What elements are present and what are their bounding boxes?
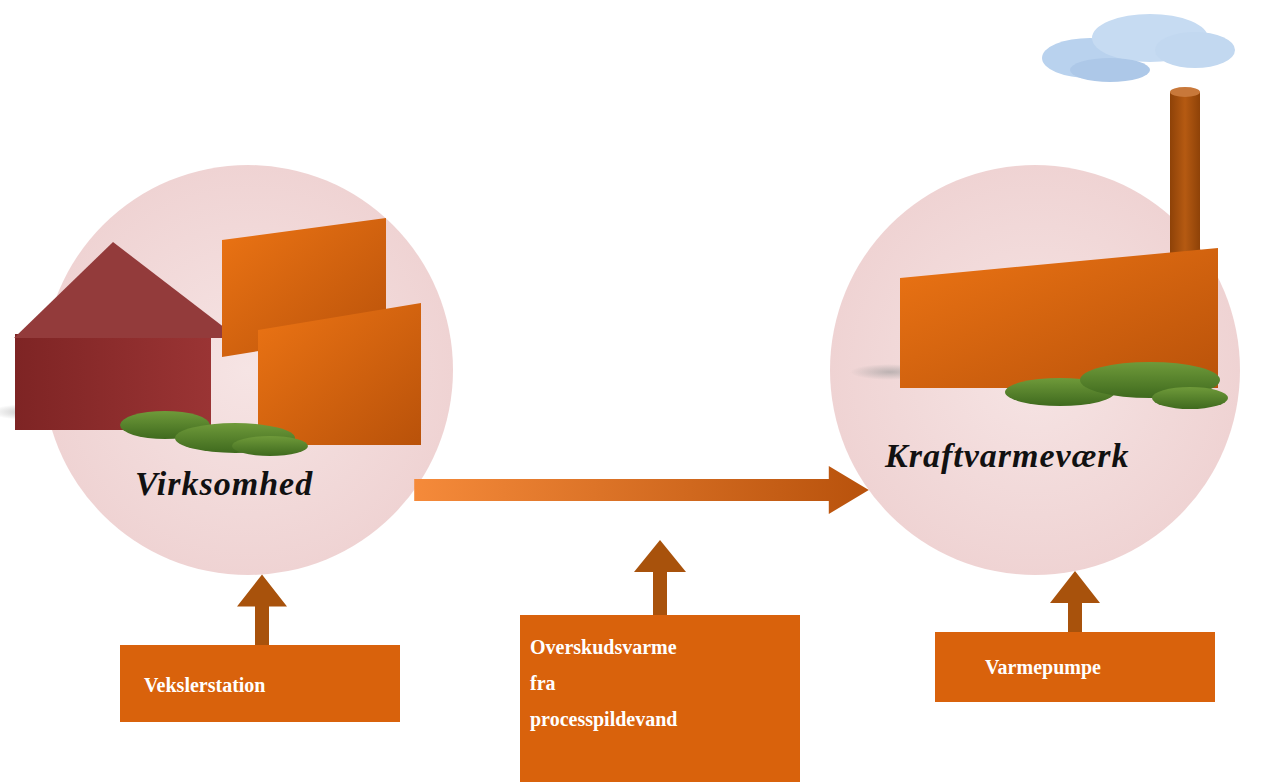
chimney: [1170, 92, 1200, 264]
heat-pump-box: Varmepumpe: [935, 632, 1215, 702]
pointer-arrow: [1050, 571, 1100, 632]
node-title: Virksomhed: [135, 465, 313, 503]
box-label: Overskudsvarme fra processpildevand: [530, 629, 700, 737]
bush: [1152, 387, 1228, 409]
circle-outline: [43, 165, 453, 575]
chimney-top: [1170, 87, 1200, 97]
company-circle: Virksomhed: [43, 165, 453, 575]
circle-fill: [830, 165, 1240, 575]
box-label: Vekslerstation: [144, 673, 265, 698]
circle-fill: [43, 165, 453, 575]
exchanger-box: Vekslerstation: [120, 645, 400, 722]
bush: [232, 436, 308, 456]
text-holder: Varmepumpe: [985, 655, 1101, 680]
box-label: Varmepumpe: [985, 655, 1101, 680]
text-holder: Vekslerstation: [144, 673, 265, 698]
plant-circle: Kraftvarmeværk: [830, 165, 1240, 575]
heat-source-box: Overskudsvarme fra processpildevand: [520, 615, 800, 782]
cloud: [1042, 14, 1235, 82]
text-holder: Overskudsvarme fra processpildevand: [530, 629, 700, 737]
building-panel: [258, 303, 421, 445]
callout-arrow: [634, 540, 686, 615]
node-title: Kraftvarmeværk: [885, 437, 1129, 475]
circle-outline: [830, 165, 1240, 575]
heat-flow-arrow: [414, 466, 869, 514]
pointer-arrow: [237, 575, 287, 645]
